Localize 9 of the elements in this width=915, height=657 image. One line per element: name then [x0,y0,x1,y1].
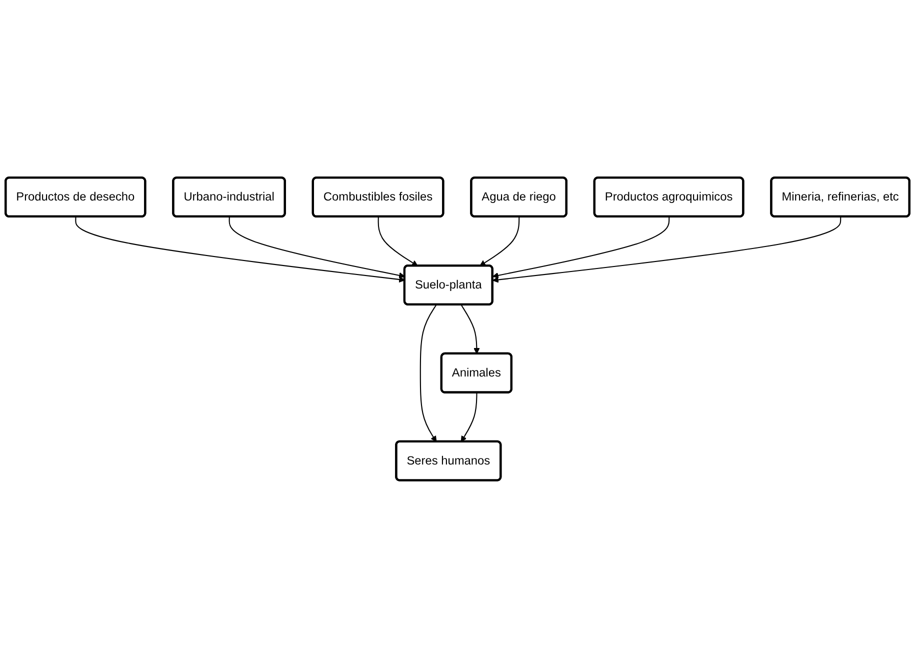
arrow [492,216,670,278]
arrow [480,216,520,266]
arrow [460,392,478,442]
arrow [75,216,406,282]
arrow [492,216,842,282]
arrow [420,304,437,442]
arrow [460,304,480,354]
arrow [228,216,406,278]
arrow [378,216,418,266]
